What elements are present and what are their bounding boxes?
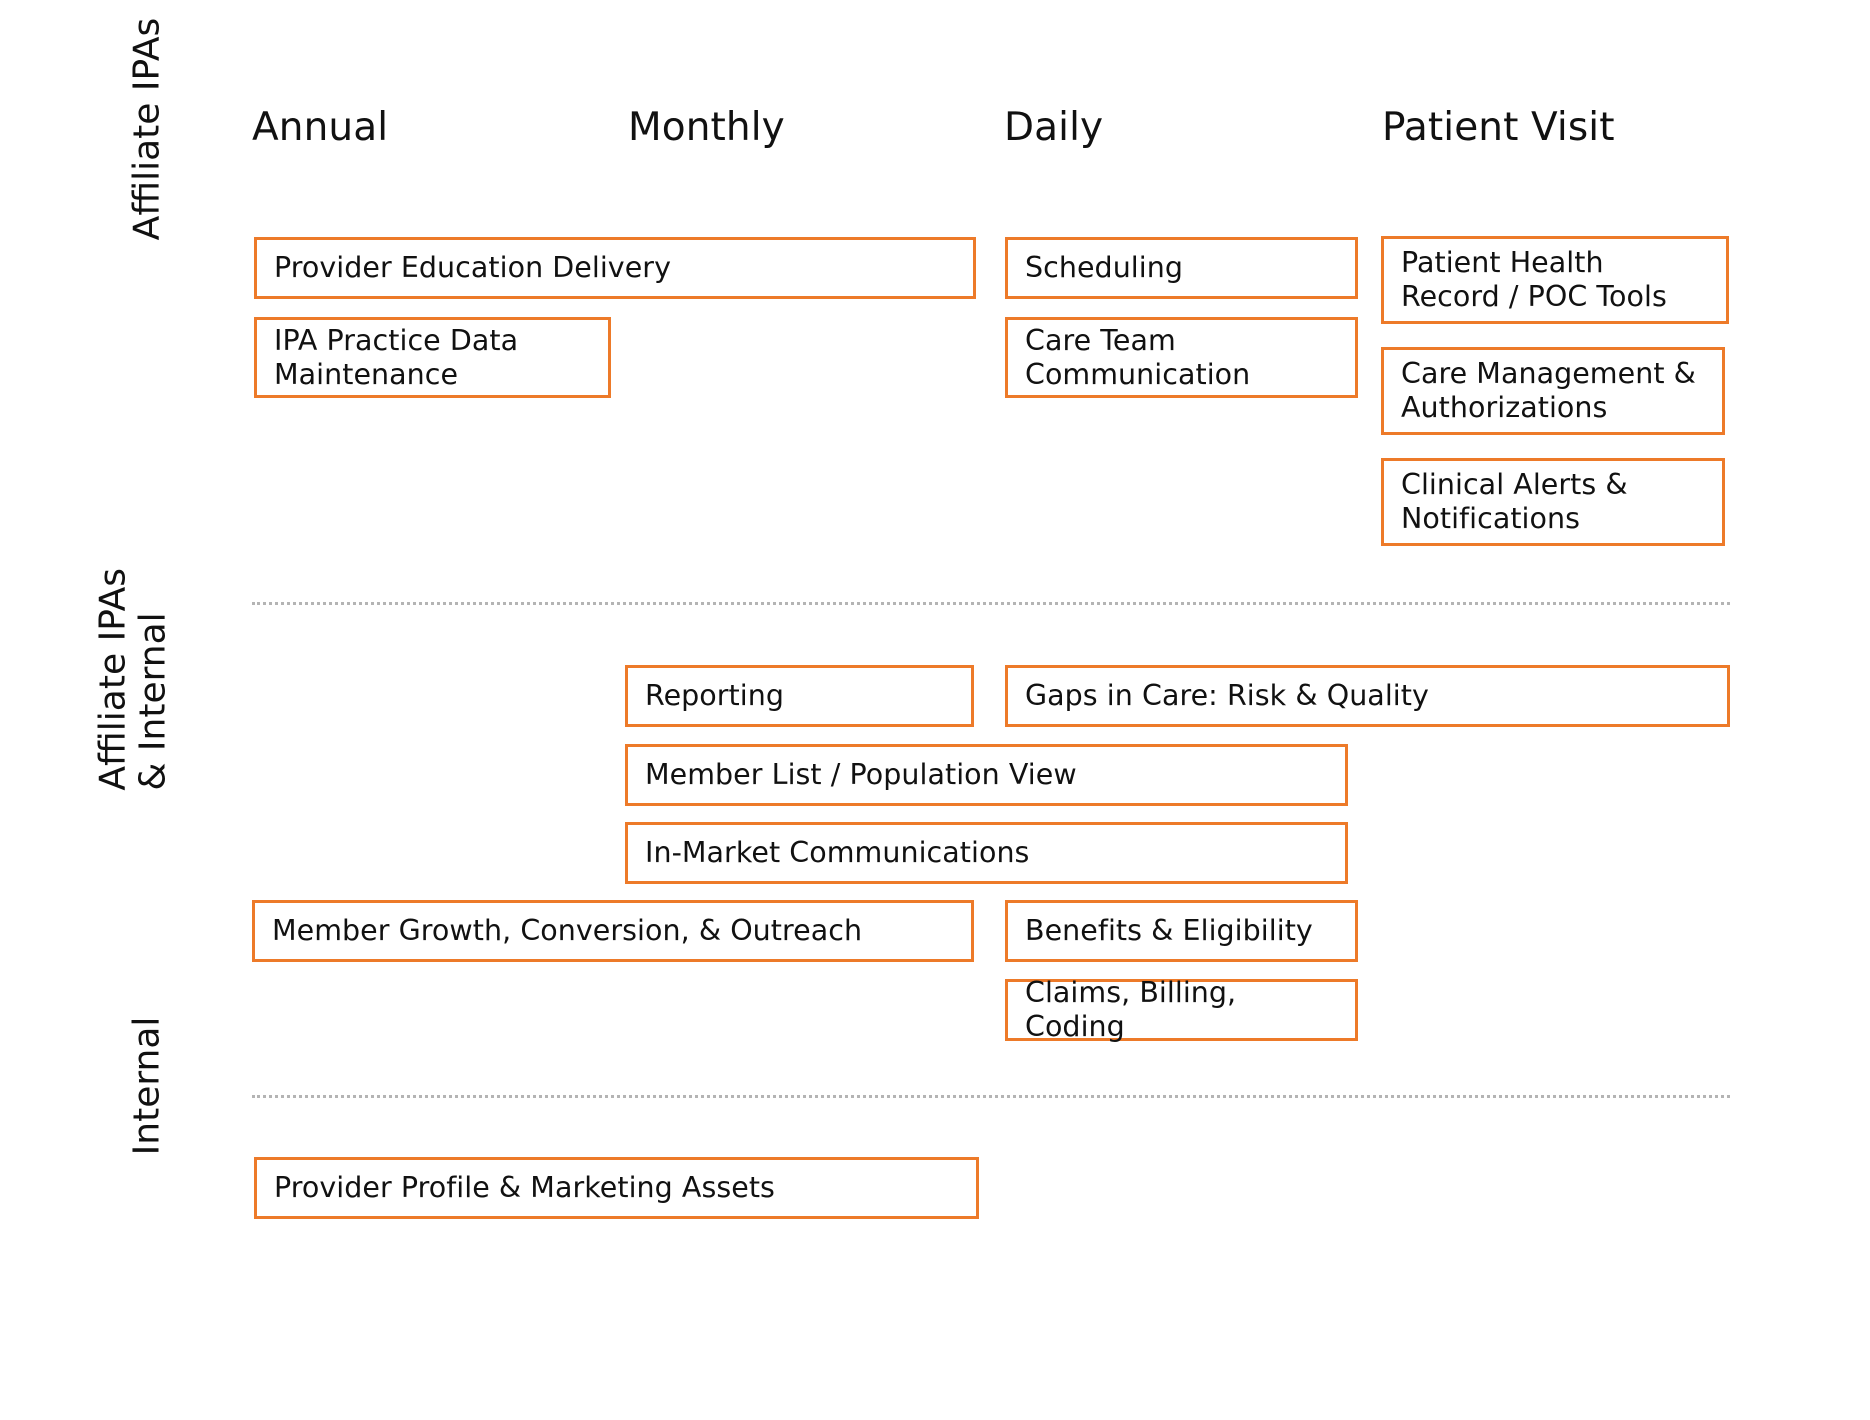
- capability-box-in-market-communications[interactable]: In-Market Communications: [625, 822, 1348, 884]
- row-divider-1: [252, 602, 1730, 605]
- column-header-monthly: Monthly: [628, 105, 785, 150]
- capability-label: Benefits & Eligibility: [1025, 914, 1313, 948]
- capability-label: Provider Profile & Marketing Assets: [274, 1171, 775, 1205]
- column-header-annual: Annual: [252, 105, 389, 150]
- capability-box-ipa-practice-data-maintenance[interactable]: IPA Practice Data Maintenance: [254, 317, 611, 398]
- capability-label: Claims, Billing, Coding: [1025, 976, 1237, 1043]
- capability-label: Reporting: [645, 679, 784, 713]
- column-header-daily: Daily: [1004, 105, 1104, 150]
- capability-box-provider-education-delivery[interactable]: Provider Education Delivery: [254, 237, 976, 299]
- capability-label: Provider Education Delivery: [274, 251, 671, 285]
- capability-label: Gaps in Care: Risk & Quality: [1025, 679, 1429, 713]
- capability-box-gaps-in-care-risk-quality[interactable]: Gaps in Care: Risk & Quality: [1005, 665, 1730, 727]
- capability-label: In-Market Communications: [645, 836, 1030, 870]
- capability-box-member-list-population-view[interactable]: Member List / Population View: [625, 744, 1348, 806]
- row-label-affiliate-ipas: Affiliate IPAs: [126, 17, 168, 241]
- capability-box-care-team-communication[interactable]: Care Team Communication: [1005, 317, 1358, 398]
- capability-label: Patient Health Record / POC Tools: [1401, 246, 1667, 313]
- capability-label: IPA Practice Data Maintenance: [274, 323, 519, 391]
- capability-label: Clinical Alerts & Notifications: [1401, 468, 1628, 535]
- capability-label: Member List / Population View: [645, 758, 1077, 792]
- capability-box-patient-health-record-poc-tools[interactable]: Patient Health Record / POC Tools: [1381, 236, 1729, 324]
- capability-box-claims-billing-coding[interactable]: Claims, Billing, Coding: [1005, 976, 1358, 1043]
- capability-box-scheduling[interactable]: Scheduling: [1005, 237, 1358, 299]
- capability-label: Member Growth, Conversion, & Outreach: [272, 914, 863, 948]
- capability-box-benefits-eligibility[interactable]: Benefits & Eligibility: [1005, 900, 1358, 962]
- capability-label: Care Team Communication: [1025, 323, 1251, 391]
- column-header-patient-visit: Patient Visit: [1382, 105, 1615, 150]
- row-label-affiliate-ipas-and-internal: Affiliate IPAs & Internal: [92, 568, 174, 791]
- capability-box-provider-profile-marketing-assets[interactable]: Provider Profile & Marketing Assets: [254, 1157, 979, 1219]
- row-label-internal: Internal: [126, 1016, 168, 1156]
- capability-box-clinical-alerts-notifications[interactable]: Clinical Alerts & Notifications: [1381, 458, 1725, 546]
- row-divider-2: [252, 1095, 1730, 1098]
- capability-box-care-management-authorizations[interactable]: Care Management & Authorizations: [1381, 347, 1725, 435]
- capability-label: Scheduling: [1025, 251, 1184, 285]
- capability-box-member-growth-conversion-outreach[interactable]: Member Growth, Conversion, & Outreach: [252, 900, 974, 962]
- capability-box-reporting[interactable]: Reporting: [625, 665, 974, 727]
- capability-label: Care Management & Authorizations: [1401, 357, 1696, 424]
